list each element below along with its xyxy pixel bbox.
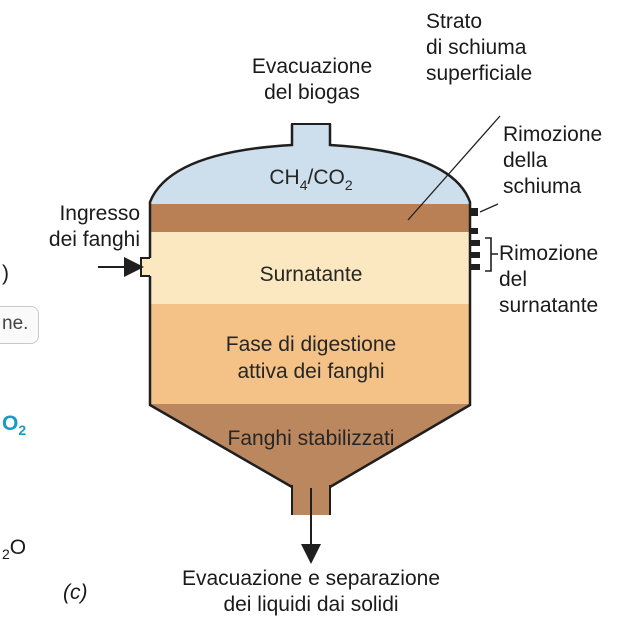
cropped-pill-text: ne. <box>2 313 29 334</box>
cropped-h2o-formula: 2O <box>2 536 26 562</box>
scum-layer-leader <box>407 115 501 221</box>
cropped-o2-sub: 2 <box>18 422 27 439</box>
scum-removal-line2: della <box>503 149 548 172</box>
active-digestion-label-line2: attiva dei fanghi <box>237 360 384 383</box>
supernatant-removal-line2: del <box>499 268 528 291</box>
scum-layer-line1: Strato <box>426 10 483 33</box>
sludge-inlet-label: Ingresso dei fanghi <box>20 201 140 253</box>
biogas-outlet-label: Evacuazione del biogas <box>222 54 402 106</box>
cropped-o2-formula: O2 <box>2 412 26 438</box>
cropped-o2-letter: O <box>2 412 19 435</box>
bottom-outlet-line2: dei liquidi dai solidi <box>223 593 399 616</box>
supernatant-port-3 <box>470 252 480 258</box>
supernatant-zone <box>150 232 470 304</box>
bottom-outlet-line1: Evacuazione e separazione <box>181 567 440 590</box>
supernatant-removal-label: Rimozione del surnatante <box>499 241 598 319</box>
scum-layer-line3: superficiale <box>426 62 533 85</box>
stabilized-sludge-label: Fanghi stabilizzati <box>228 427 395 450</box>
supernatant-port-4 <box>470 264 480 270</box>
scum-layer-line2: di schiuma <box>426 36 527 59</box>
gas-zone-label: CH4/CO2 <box>269 166 352 193</box>
cropped-h2o-letter: O <box>9 536 27 559</box>
biogas-outlet-line2: del biogas <box>264 81 360 104</box>
scum-port <box>470 208 478 216</box>
cropped-h2o-sub: 2 <box>2 546 10 563</box>
scum-removal-line1: Rimozione <box>503 123 603 146</box>
supernatant-port-2 <box>470 240 480 246</box>
scum-zone <box>150 204 470 232</box>
scum-layer-label: Strato di schiuma superficiale <box>426 9 532 87</box>
scum-removal-label: Rimozione della schiuma <box>503 122 602 200</box>
supernatant-removal-line3: surnatante <box>499 294 599 317</box>
biogas-nozzle <box>291 123 331 149</box>
supernatant-bracket <box>485 237 498 272</box>
sludge-inlet-line2: dei fanghi <box>48 228 140 251</box>
biogas-outlet-line1: Evacuazione <box>251 55 373 78</box>
active-digestion-label-line1: Fase di digestione <box>226 333 396 356</box>
scum-removal-line3: schiuma <box>503 175 582 198</box>
scum-removal-leader <box>479 203 499 213</box>
panel-letter: (c) <box>63 581 88 604</box>
supernatant-label: Surnatante <box>260 263 363 286</box>
tank-outline <box>148 124 472 489</box>
cropped-paren: ) <box>2 262 9 285</box>
supernatant-port-1 <box>470 228 478 234</box>
cropped-text-pill: ne. <box>0 306 39 344</box>
bottom-outlet-label: Evacuazione e separazione dei liquidi da… <box>141 566 481 618</box>
active-digestion-zone <box>150 304 470 404</box>
sludge-inlet-stub <box>140 257 150 277</box>
supernatant-removal-line1: Rimozione <box>499 242 599 265</box>
sludge-inlet-line1: Ingresso <box>59 202 140 225</box>
